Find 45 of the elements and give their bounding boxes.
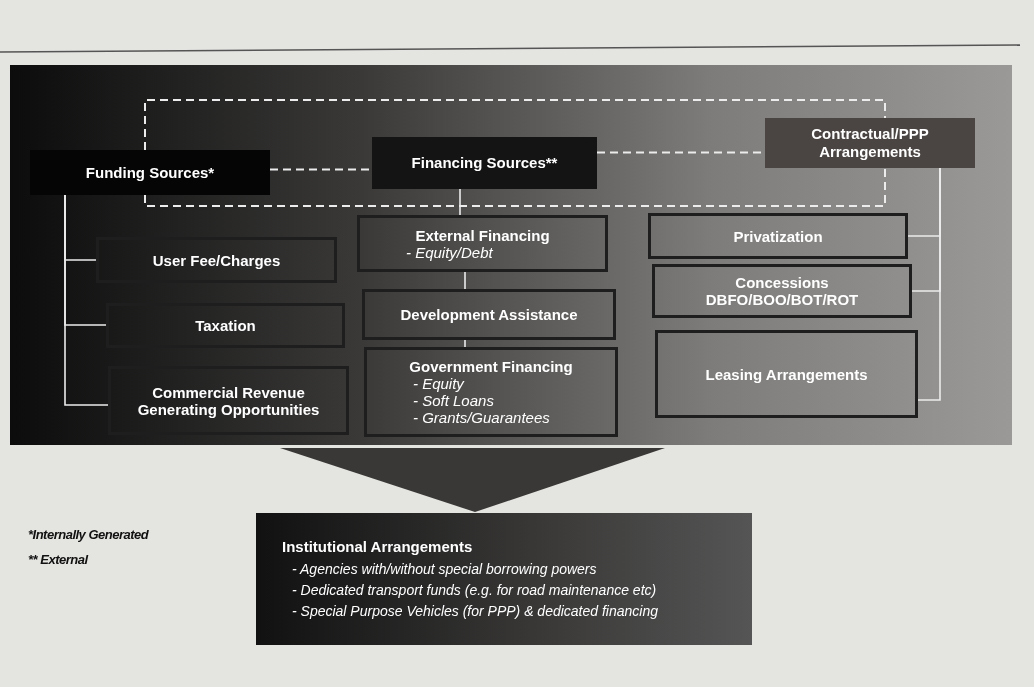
category-box: [96, 237, 337, 283]
connector-line: [459, 188, 461, 216]
header-box: [765, 118, 975, 168]
box-title: Financing Sources**: [411, 154, 558, 172]
list-item: - Soft Loans: [413, 392, 494, 409]
box-title: Development Assistance: [400, 306, 578, 323]
list-item: - Equity: [413, 375, 464, 392]
box-title: External Financing: [415, 226, 550, 244]
info-box: [256, 513, 752, 645]
category-box: [362, 289, 616, 340]
list-item: - Agencies with/without special borrowing powers: [291, 560, 597, 579]
box-title: Leasing Arrangements: [705, 365, 868, 383]
category-box: [106, 303, 345, 348]
box-title: Taxation: [195, 317, 256, 334]
header-box: [372, 137, 597, 189]
category-box: [655, 330, 918, 418]
box-title: Privatization: [733, 227, 823, 245]
category-box: [364, 347, 618, 437]
footnote: ** External: [28, 552, 88, 567]
footnote: *Internally Generated: [28, 527, 149, 542]
header-box: [30, 150, 270, 195]
box-title: Contractual/PPP Arrangements: [810, 125, 930, 161]
box-title: User Fee/Charges: [152, 251, 281, 269]
category-box: [648, 213, 908, 259]
category-box: [108, 366, 349, 435]
box-title: Funding Sources*: [85, 163, 215, 182]
category-box: [357, 215, 608, 272]
box-title: DBFO/BOO/BOT/ROT: [705, 291, 859, 308]
connector-line: [464, 271, 466, 290]
connector-line: [464, 339, 466, 348]
connector-line: [64, 194, 109, 406]
chevron-arrow: [280, 448, 665, 512]
list-item: - Grants/Guarantees: [413, 409, 550, 426]
list-item: - Equity/Debt: [406, 243, 493, 261]
connector-line: [917, 167, 941, 401]
category-box: [652, 264, 912, 318]
box-title: Commercial Revenue Generating Opportunities: [136, 383, 321, 418]
list-item: - Special Purpose Vehicles (for PPP) & dedicated financing: [291, 602, 658, 621]
dashed-connector: [144, 167, 886, 207]
dashed-connector: [144, 99, 886, 151]
diagram-panel: [10, 65, 1012, 445]
box-title: Institutional Arrangements: [282, 537, 473, 557]
box-title: Government Financing: [409, 358, 573, 375]
list-item: - Dedicated transport funds (e.g. for road maintenance etc): [291, 581, 657, 600]
box-title: Concessions: [735, 274, 829, 291]
